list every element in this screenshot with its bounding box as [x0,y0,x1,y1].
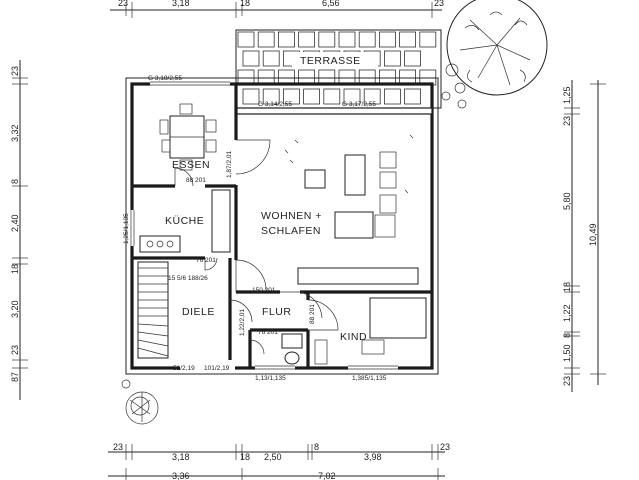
stair-tread [137,331,169,337]
paving-stone [338,31,356,48]
kitchen-counter [139,189,231,253]
label-window-diele: 15 5/6 188/26 [168,275,208,282]
paving-stone [323,88,341,105]
paving-stone [303,88,321,105]
dim-bottom-4: 8 [314,442,319,452]
dim-left-2: 8 [10,179,20,184]
dim-right-5: 8 [562,333,572,338]
dim-top-4: 23 [434,0,444,8]
dim-bottom-2: 18 [240,452,250,462]
paving-stone [237,31,255,48]
paving-stone [419,31,437,48]
tree-icon [441,0,548,109]
living-furniture [284,134,419,285]
label-window-bottom-2: 101/2,19 [204,365,230,372]
dim-left-7: 87 [10,372,20,382]
dimension-right: 1,25 23 5,80 18 1,22 8 1,50 23 10,49 [562,80,606,392]
dim-bottom-total-2: 7,02 [318,471,336,480]
label-door-kind: 88 201 [309,304,316,324]
paving-stone [383,50,401,67]
paving-stone [277,31,295,48]
room-label-kind: KIND [340,331,367,343]
dim-right-0: 1,25 [562,86,572,104]
paving-stone [404,50,422,67]
child-room-furniture [314,297,427,365]
label-door-essen: 88 201 [186,177,206,184]
dim-top-3: 6,56 [322,0,340,8]
label-window-kueche: 1,25/1,135 [123,213,130,244]
label-g-terrasse-1: G 3,14/2,55 [258,101,292,108]
room-label-diele: DIELE [182,306,215,318]
label-door-flur: 150 201 [252,287,276,294]
label-door-wohnen: 1,87/2,01 [226,151,233,178]
dim-left-1: 3,32 [10,124,20,142]
dim-bottom-6: 23 [440,442,450,452]
paving-stone [262,50,280,67]
dim-right-2: 5,80 [562,192,572,210]
label-door-diele: 1,22/2,01 [239,309,246,336]
label-g-terrasse-2: G 3,17/2,55 [342,101,376,108]
dim-right-4: 1,22 [562,304,572,322]
dim-left-0: 23 [10,66,20,76]
paving-stone [343,88,361,105]
terrace-paving [235,29,442,109]
paving-stone [363,88,381,105]
dim-left-6: 23 [10,345,20,355]
bush-icon [121,379,159,425]
paving-stone [383,88,401,105]
paving-stone [282,88,300,105]
dim-top-1: 3,18 [172,0,190,8]
dim-left-4: 18 [10,264,20,274]
room-label-flur: FLUR [262,306,291,318]
label-door-bad: 76 201 [258,329,278,336]
dim-right-6: 1,50 [562,344,572,362]
paving-stone [378,31,396,48]
paving-stone [399,31,417,48]
dim-right-7: 23 [562,376,572,386]
paving-stone [257,31,275,48]
paving-stone [404,88,422,105]
dim-right-3: 18 [562,282,572,292]
dim-right-total: 10,49 [588,223,598,246]
dining-table [159,103,217,171]
room-label-essen: ESSEN [172,159,210,171]
dim-bottom-total-1: 3,36 [172,471,190,480]
paving-stone [318,31,336,48]
dim-top-0: 23 [118,0,128,8]
dim-right-1: 23 [562,116,572,126]
paving-stone [358,31,376,48]
label-window-kind: 1,385/1,135 [352,375,387,382]
dimension-bottom: 23 3,18 18 2,50 8 3,98 23 3,36 7,02 [108,442,450,480]
dim-bottom-3: 2,50 [264,452,282,462]
label-g-essen: G 3,18/2,55 [148,75,182,82]
paving-stone [242,50,260,67]
dimension-top: 23 3,18 18 6,56 23 [110,0,444,18]
dim-left-5: 3,20 [10,300,20,318]
dim-bottom-1: 3,18 [172,452,190,462]
staircase [137,261,169,359]
label-window-bottom-3: 1,13/1,135 [255,375,286,382]
paving-stone [242,88,260,105]
dim-bottom-5: 3,98 [364,452,382,462]
bathroom-fixtures [281,333,303,365]
label-door-kueche: 76 201 [196,257,216,264]
dimension-left: 23 3,32 8 2,40 18 3,20 23 87 [10,60,28,400]
stair-tread [137,347,169,357]
paving-stone [298,31,316,48]
room-label-schlafen: SCHLAFEN [261,225,321,237]
room-label-kueche: KÜCHE [165,215,204,227]
dim-bottom-0: 23 [113,442,123,452]
paving-stone [262,88,280,105]
room-label-wohnen: WOHNEN + [261,210,322,222]
room-label-terrasse: TERRASSE [300,55,361,67]
label-window-bottom-1: 51/2,19 [173,365,195,372]
stair-tread [137,323,169,327]
dim-left-3: 2,40 [10,214,20,232]
interior-walls [132,84,432,368]
door-swings [174,139,339,355]
stair-tread [137,339,169,347]
dim-top-2: 18 [240,0,250,8]
